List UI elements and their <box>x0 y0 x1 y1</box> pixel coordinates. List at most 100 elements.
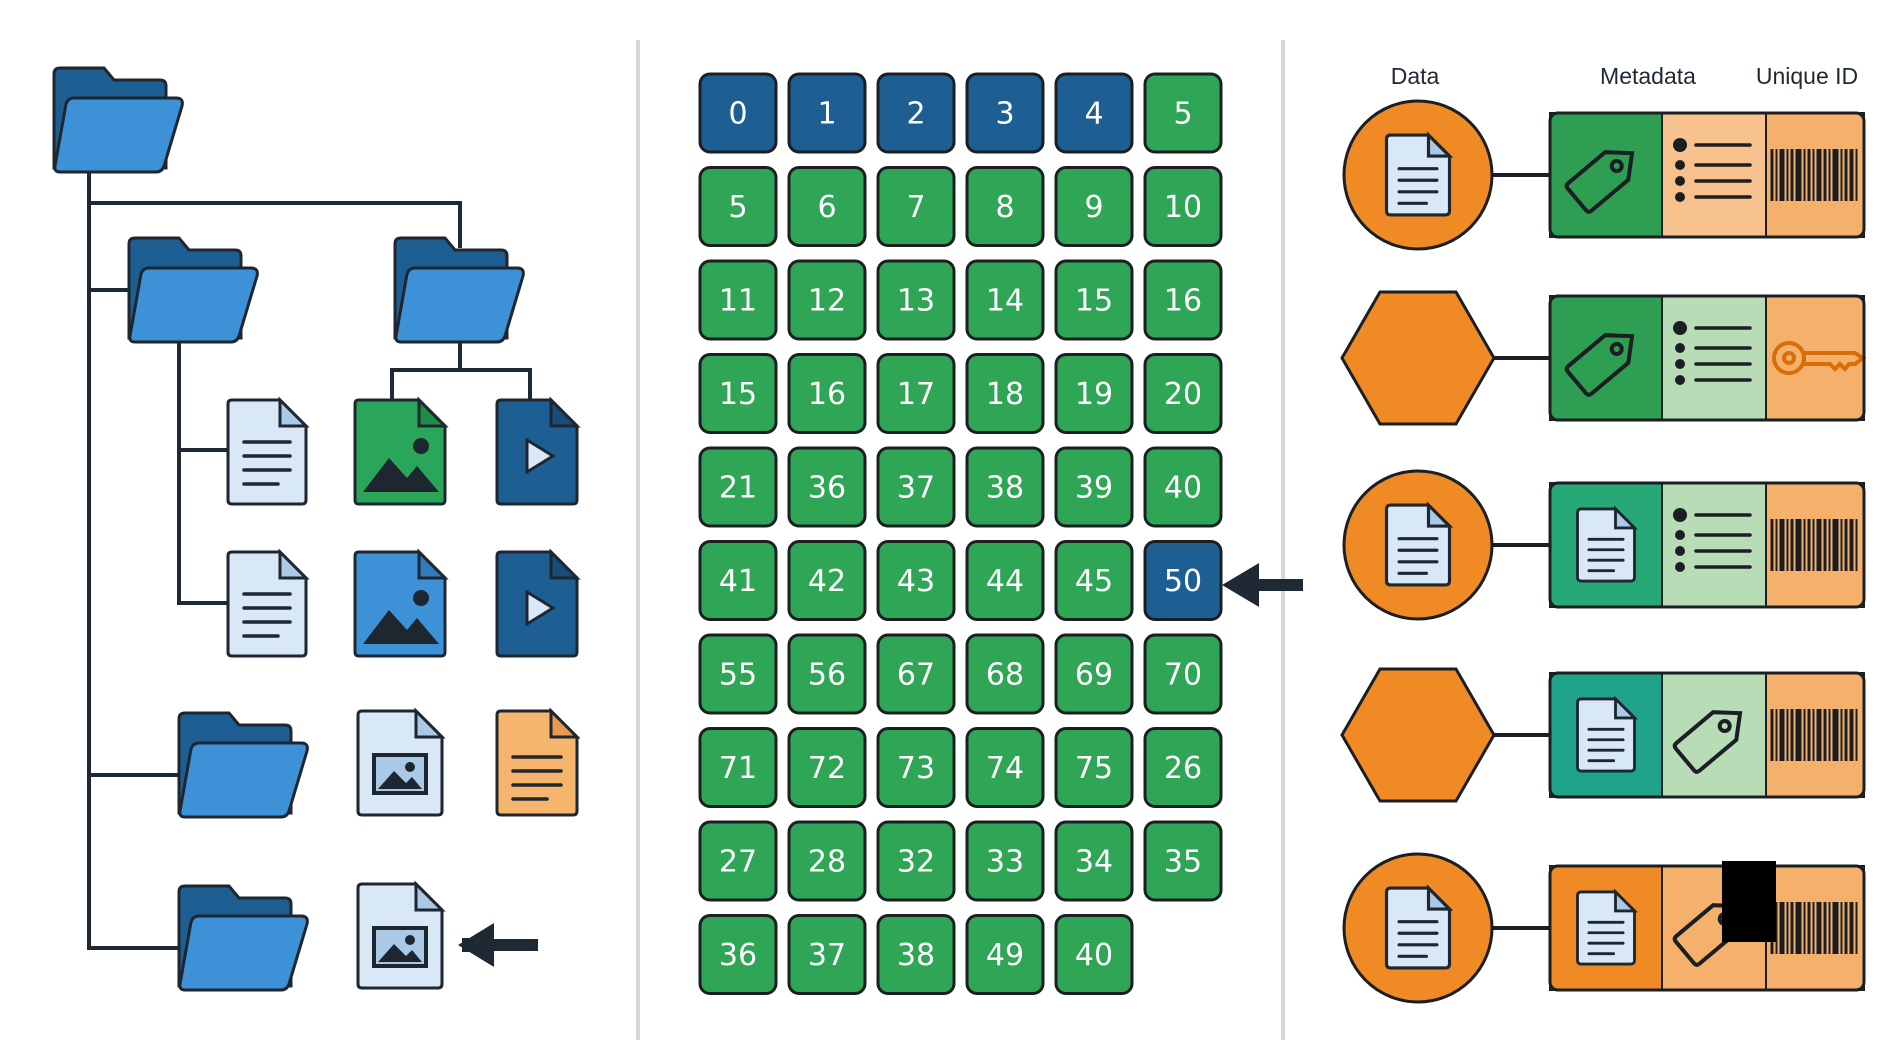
tree-branch-video-1 <box>458 368 532 407</box>
metadata-cell-background <box>1549 112 1663 238</box>
orange-document-icon <box>495 707 581 817</box>
metadata-cell-background <box>1661 482 1767 608</box>
object-row <box>1340 667 1866 803</box>
grid-cell: 44 <box>965 540 1045 621</box>
object-rows <box>1340 99 1867 1004</box>
grid-cell-block <box>876 259 956 341</box>
grid-cell: 5 <box>1143 72 1223 154</box>
grid-cell-block <box>1143 540 1223 621</box>
metadata-cell-secondary <box>1661 112 1767 238</box>
grid-cell: 38 <box>965 446 1045 528</box>
list-icon <box>1673 508 1752 572</box>
folder-icon-a <box>127 236 259 344</box>
grid-cell-block <box>876 72 956 154</box>
grid-cell-label: 10 <box>1164 190 1202 225</box>
grid-cell-block <box>787 914 867 995</box>
grid-cell-label: 37 <box>808 938 846 973</box>
grid-cell-block <box>698 446 778 528</box>
video-file-icon-2 <box>495 548 581 658</box>
grid-cell-block <box>876 914 956 995</box>
grid-cell-block <box>1054 914 1134 995</box>
data-object-hexagon <box>1340 290 1496 426</box>
grid-cell: 38 <box>876 914 956 995</box>
grid-cell-block <box>876 727 956 808</box>
grid-cell: 11 <box>698 259 778 341</box>
grid-cell-block <box>1054 446 1134 528</box>
grid-cell-block <box>698 259 778 341</box>
grid-cell-block <box>787 540 867 621</box>
root-folder-icon <box>52 66 184 174</box>
barcode-icon <box>1770 149 1858 201</box>
grid-cell-block <box>1054 633 1134 715</box>
grid-cell: 16 <box>1143 259 1223 341</box>
header-metadata: Metadata <box>1600 63 1696 89</box>
grid-cell-block <box>965 72 1045 154</box>
document-icon <box>1384 884 1454 970</box>
grid-cell: 21 <box>698 446 778 528</box>
grid-cell-label: 73 <box>897 751 935 786</box>
grid-cell-block <box>1054 540 1134 621</box>
grid-cell-label: 17 <box>897 377 935 412</box>
grid-cell-label: 13 <box>897 284 935 319</box>
document-icon <box>1576 505 1638 583</box>
grid-cell-label: 49 <box>986 938 1024 973</box>
folder-icon-c <box>177 711 309 819</box>
grid-cell-block <box>787 166 867 247</box>
grid-cell-label: 55 <box>719 658 757 693</box>
grid-cell-label: 38 <box>986 471 1024 506</box>
grid-cell-label: 27 <box>719 845 757 880</box>
grid-cell-block <box>876 166 956 247</box>
grid-cell-block <box>876 633 956 715</box>
barcode-icon <box>1770 519 1858 571</box>
grid-cell-block <box>787 820 867 902</box>
metadata-cell-primary <box>1549 295 1663 421</box>
grid-cell: 37 <box>787 914 867 995</box>
grid-cell-label: 67 <box>897 658 935 693</box>
grid-cell: 56 <box>787 633 867 715</box>
grid-cell: 19 <box>1054 353 1134 434</box>
grid-cell-block <box>1054 166 1134 247</box>
grid-cell: 68 <box>965 633 1045 715</box>
grid-cell: 2 <box>876 72 956 154</box>
grid-cell: 71 <box>698 727 778 808</box>
grid-cell-block <box>876 446 956 528</box>
grid-cell-block <box>698 914 778 995</box>
grid-cell-block <box>698 633 778 715</box>
grid-cell-label: 15 <box>719 377 757 412</box>
grid-cell-block <box>698 353 778 434</box>
metadata-cell-background <box>1765 295 1865 421</box>
grid-cell-label: 28 <box>808 845 846 880</box>
grid-cell: 36 <box>698 914 778 995</box>
grid-cell-block <box>1143 446 1223 528</box>
grid-cell-block <box>1143 72 1223 154</box>
grid-cell: 67 <box>876 633 956 715</box>
grid-cell-label: 68 <box>986 658 1024 693</box>
grid-cell-label: 44 <box>986 564 1024 599</box>
grid-cell-label: 56 <box>808 658 846 693</box>
grid-cell: 27 <box>698 820 778 902</box>
file-hierarchy-panel <box>52 66 581 992</box>
grid-cell-block <box>965 914 1045 995</box>
grid-cell: 18 <box>965 353 1045 434</box>
object-card-outline <box>1548 111 1866 239</box>
tag-icon <box>1672 710 1743 774</box>
grid-cell: 7 <box>876 166 956 247</box>
grid-cell: 28 <box>787 820 867 902</box>
metadata-cell-secondary <box>1661 672 1767 798</box>
grid-cell: 20 <box>1143 353 1223 434</box>
image-file-icon-green <box>353 396 449 506</box>
grid-cell: 37 <box>876 446 956 528</box>
grid-cell-block <box>1143 353 1223 434</box>
grid-cell-label: 42 <box>808 564 846 599</box>
grid-cell-block <box>698 72 778 154</box>
grid-cell: 17 <box>876 353 956 434</box>
grid-cell-block <box>965 727 1045 808</box>
grid-cell: 0 <box>698 72 778 154</box>
grid-cell-label: 72 <box>808 751 846 786</box>
picture-document-icon-1 <box>356 707 446 817</box>
block-pointer-arrow-icon <box>1222 563 1303 607</box>
grid-cell: 45 <box>1054 540 1134 621</box>
grid-cell-block <box>787 259 867 341</box>
